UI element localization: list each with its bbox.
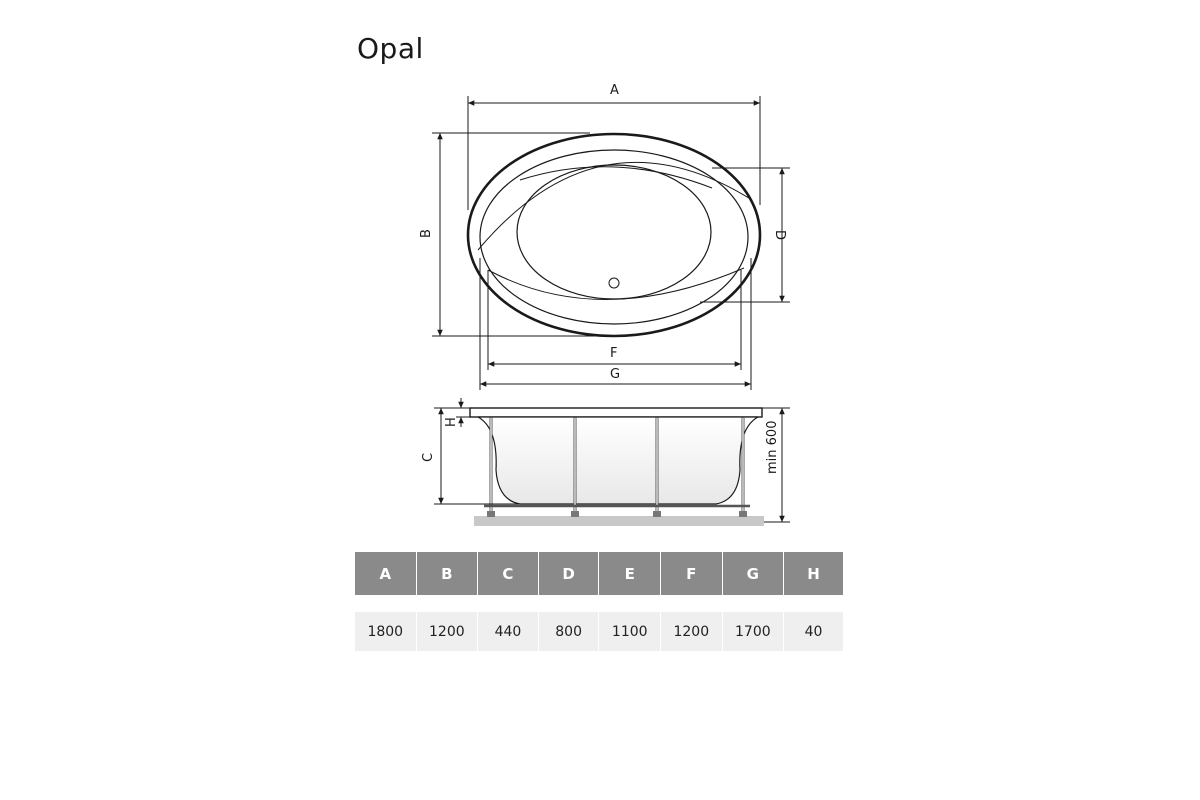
dimension-c-label: C xyxy=(421,453,436,462)
header-f: F xyxy=(660,552,723,595)
dimension-a xyxy=(467,96,761,210)
header-c: C xyxy=(477,552,539,595)
spec-header-row: A B C D E F G H xyxy=(355,552,843,595)
dimension-d xyxy=(700,167,790,303)
technical-drawing: A B D F G xyxy=(419,83,790,526)
floor xyxy=(474,516,764,526)
feet xyxy=(487,511,747,517)
value-b: 1200 xyxy=(416,612,479,651)
tub-body xyxy=(477,416,759,505)
bowl-edge xyxy=(516,164,712,300)
dimension-b xyxy=(432,132,614,337)
inner-rim xyxy=(479,149,749,325)
dimension-g xyxy=(479,258,752,390)
value-e: 1100 xyxy=(598,612,662,651)
dimension-g-label: G xyxy=(610,367,620,382)
header-b: B xyxy=(416,552,479,595)
drain xyxy=(608,277,620,289)
header-a: A xyxy=(355,552,417,595)
header-e: E xyxy=(598,552,662,595)
header-g: G xyxy=(722,552,785,595)
value-c: 440 xyxy=(477,612,539,651)
header-h: H xyxy=(783,552,843,595)
dimension-h-label: H xyxy=(444,417,459,427)
value-f: 1200 xyxy=(660,612,723,651)
spec-table: A B C D E F G H 1800 1200 440 800 1100 1… xyxy=(355,552,843,651)
spec-values-row: 1800 1200 440 800 1100 1200 1700 40 xyxy=(355,612,843,651)
dimension-f xyxy=(487,270,742,370)
header-d: D xyxy=(538,552,600,595)
value-h: 40 xyxy=(783,612,843,651)
dimension-a-label: A xyxy=(610,83,619,98)
value-g: 1700 xyxy=(722,612,785,651)
dimension-h xyxy=(456,398,478,427)
side-view xyxy=(469,407,764,526)
dimension-d-label: D xyxy=(772,230,787,240)
dimension-b-label: B xyxy=(419,229,434,238)
side-rim xyxy=(469,407,763,418)
dimension-min-label: min 600 xyxy=(765,421,780,474)
value-a: 1800 xyxy=(355,612,417,651)
top-view xyxy=(466,132,762,338)
value-d: 800 xyxy=(538,612,600,651)
dimension-min xyxy=(762,407,790,523)
dimension-f-label: F xyxy=(610,346,617,361)
page-title: Opal xyxy=(357,32,424,65)
